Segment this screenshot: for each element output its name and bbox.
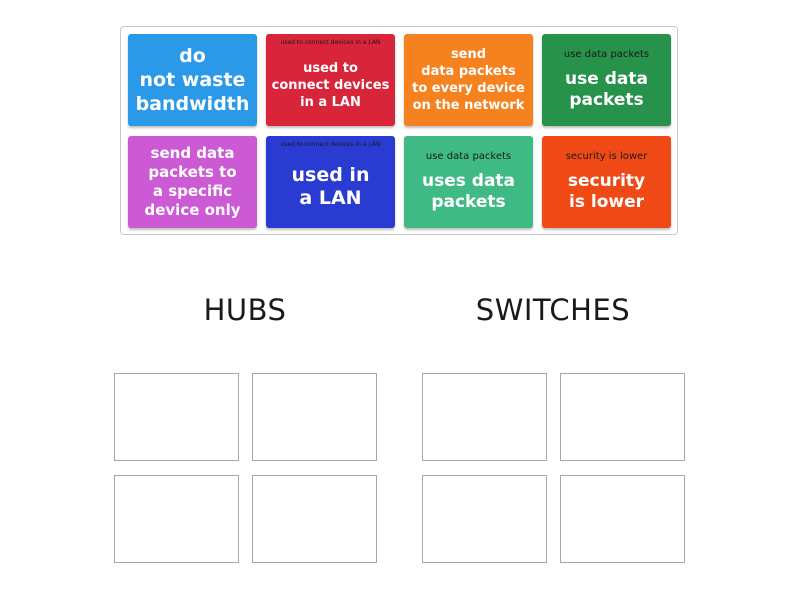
card-use-data-packets[interactable]: use data packets use data packets [542,34,671,126]
hubs-drop-slot-4[interactable] [252,475,377,563]
card-hint: use data packets [563,49,650,60]
switches-drop-slot-2[interactable] [560,373,685,461]
card-label: uses data packets [421,171,516,212]
switches-drop-slot-4[interactable] [560,475,685,563]
card-hint: use data packets [425,151,512,162]
card-label: do not waste bandwidth [135,45,250,115]
card-security-is-lower[interactable]: security is lower security is lower [542,136,671,228]
card-label: security is lower [567,171,646,212]
card-label: used in a LAN [291,164,370,209]
card-hint: used to connect devices in a LAN [280,141,381,148]
card-send-to-specific-device[interactable]: send data packets to a specific device o… [128,136,257,228]
group-heading-hubs: HUBS [203,293,287,327]
hubs-drop-slot-2[interactable] [252,373,377,461]
card-label: use data packets [565,69,648,110]
card-hint: used to connect devices in a LAN [280,39,381,46]
card-hint: security is lower [565,151,648,162]
card-do-not-waste-bandwidth[interactable]: do not waste bandwidth [128,34,257,126]
card-label: send data packets to a specific device o… [144,144,241,219]
card-uses-data-packets[interactable]: use data packets uses data packets [404,136,533,228]
card-label: used to connect devices in a LAN [271,60,390,110]
hubs-drop-slot-3[interactable] [114,475,239,563]
group-heading-switches: SWITCHES [475,293,631,327]
switches-drop-slot-1[interactable] [422,373,547,461]
card-send-to-every-device[interactable]: send data packets to every device on the… [404,34,533,126]
card-label: send data packets to every device on the… [412,47,525,113]
card-used-in-a-lan[interactable]: used to connect devices in a LAN used in… [266,136,395,228]
card-used-to-connect-devices[interactable]: used to connect devices in a LAN used to… [266,34,395,126]
hubs-drop-slot-1[interactable] [114,373,239,461]
switches-drop-slot-3[interactable] [422,475,547,563]
